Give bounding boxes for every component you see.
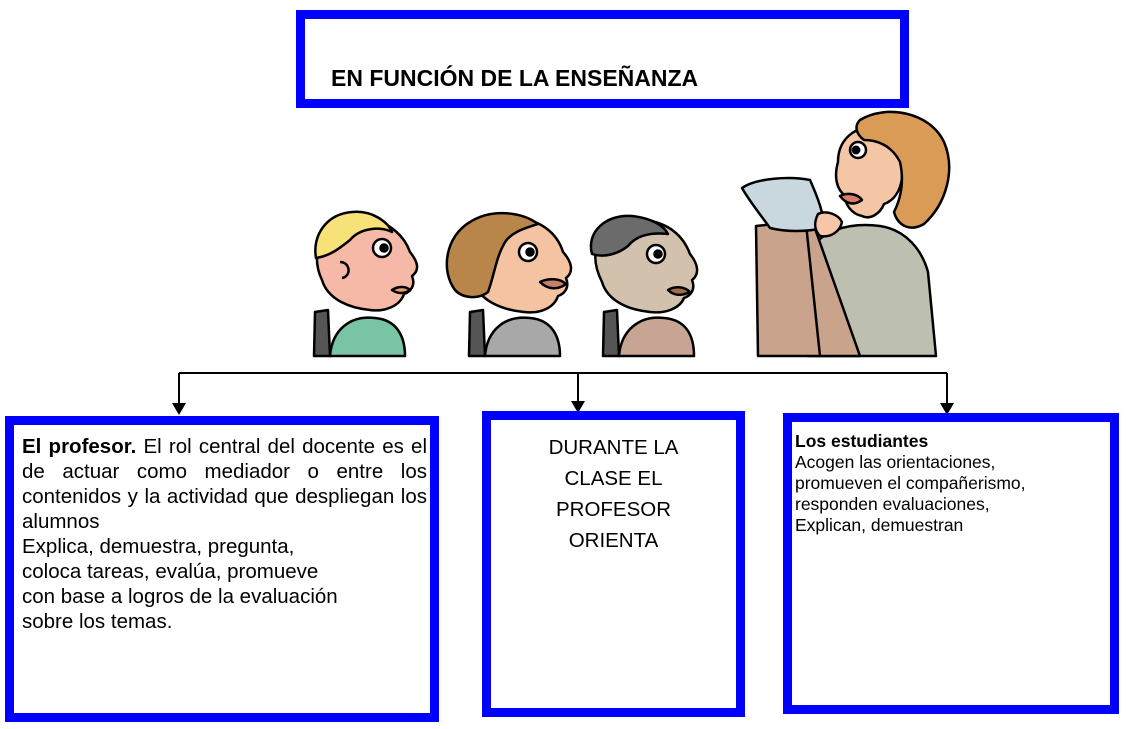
- title-box: EN FUNCIÓN DE LA ENSEÑANZA: [296, 10, 909, 108]
- student-curly-illustration: [445, 211, 573, 358]
- teacher-role-box: El profesor. El rol central del docente …: [5, 416, 439, 722]
- students-role-text: Los estudiantes Acogen las orientaciones…: [795, 431, 1026, 536]
- student-blond-illustration: [312, 210, 419, 358]
- class-orientation-line-3: PROFESOR: [555, 498, 672, 521]
- teacher-illustration: [740, 110, 951, 358]
- teacher-actions-line-4: sobre los temas.: [22, 610, 173, 633]
- arrowhead-left: [172, 403, 186, 415]
- student-dark-hair-illustration: [589, 214, 699, 358]
- teacher-role-paragraph: El profesor. El rol central del docente …: [22, 434, 427, 534]
- arrowhead-right: [940, 403, 954, 415]
- students-role-box: Los estudiantes Acogen las orientaciones…: [783, 413, 1119, 714]
- arrowhead-middle: [571, 401, 585, 413]
- teacher-role-description: El rol central del docente es el de actu…: [22, 435, 428, 533]
- students-role-line-4: Explican, demuestran: [795, 515, 964, 535]
- class-orientation-line-1: DURANTE LA: [548, 436, 679, 459]
- students-role-line-2: promueven el compañerismo,: [795, 473, 1026, 493]
- teacher-role-text: El profesor. El rol central del docente …: [22, 434, 427, 634]
- students-role-line-3: responden evaluaciones,: [795, 494, 990, 514]
- teacher-actions-line-3: con base a logros de la evaluación: [22, 585, 338, 608]
- students-role-line-1: Acogen las orientaciones,: [795, 452, 996, 472]
- diagram-title: EN FUNCIÓN DE LA ENSEÑANZA: [331, 65, 699, 91]
- students-role-heading: Los estudiantes: [795, 431, 929, 451]
- class-orientation-box: DURANTE LA CLASE EL PROFESOR ORIENTA: [482, 411, 745, 717]
- connector-lines: [178, 372, 948, 404]
- teacher-actions-line-1: Explica, demuestra, pregunta,: [22, 535, 295, 558]
- arrowheads: [172, 401, 954, 415]
- class-orientation-line-2: CLASE EL: [564, 467, 663, 490]
- teacher-actions-line-2: coloca tareas, evalúa, promueve: [22, 560, 319, 583]
- class-orientation-line-4: ORIENTA: [568, 529, 659, 552]
- teacher-role-label: El profesor.: [22, 435, 137, 458]
- class-orientation-text: DURANTE LA CLASE EL PROFESOR ORIENTA: [491, 432, 736, 556]
